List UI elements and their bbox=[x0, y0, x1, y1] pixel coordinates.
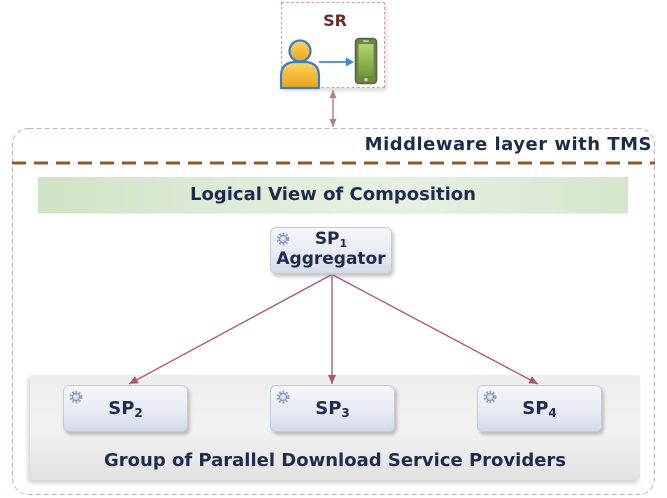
provider-node: SP4 bbox=[477, 385, 602, 432]
composition-view-band: Logical View of Composition bbox=[38, 177, 628, 213]
service-requester-label: SR bbox=[323, 11, 347, 30]
aggregator-role: Aggregator bbox=[276, 249, 386, 269]
edge-sp1-to-sp2 bbox=[128, 274, 332, 385]
provider-label: SP4 bbox=[478, 386, 601, 431]
phone-speaker bbox=[363, 40, 369, 42]
request-arrow-head bbox=[346, 57, 354, 67]
aggregator-index: 1 bbox=[339, 237, 348, 250]
provider-label: SP3 bbox=[271, 386, 394, 431]
provider-name: SP bbox=[315, 398, 342, 419]
provider-index: 4 bbox=[548, 406, 557, 420]
request-arrow bbox=[319, 57, 354, 67]
aggregator-node: SP1 Aggregator bbox=[270, 227, 392, 274]
composition-view-label: Logical View of Composition bbox=[190, 184, 476, 205]
provider-index: 2 bbox=[134, 406, 143, 420]
provider-node: SP3 bbox=[270, 385, 395, 432]
provider-group-label: Group of Parallel Download Service Provi… bbox=[103, 450, 566, 471]
gear-icon bbox=[276, 232, 290, 246]
gear-hole bbox=[488, 395, 492, 399]
provider-label: SP2 bbox=[64, 386, 187, 431]
gear-teeth bbox=[483, 390, 497, 404]
gear-teeth bbox=[276, 232, 290, 246]
user-icon-head bbox=[288, 39, 312, 63]
provider-name: SP bbox=[522, 398, 549, 419]
gear-icon bbox=[483, 390, 497, 404]
mobile-phone-icon bbox=[354, 37, 378, 85]
gear-icon bbox=[276, 390, 290, 404]
middleware-layer-boundary bbox=[12, 128, 655, 495]
gear-hole bbox=[281, 395, 285, 399]
middleware-layer-label: Middleware layer with TMS bbox=[364, 134, 652, 155]
gear-teeth bbox=[276, 390, 290, 404]
gear-hole bbox=[74, 395, 78, 399]
gear-teeth bbox=[69, 390, 83, 404]
provider-node: SP2 bbox=[63, 385, 188, 432]
aggregator-label: SP1 bbox=[271, 229, 391, 250]
user-icon-body bbox=[279, 60, 321, 90]
edge-sp1-to-sp4 bbox=[332, 274, 539, 385]
gear-hole bbox=[281, 237, 285, 241]
phone-button bbox=[364, 78, 368, 82]
provider-index: 3 bbox=[341, 406, 350, 420]
gear-icon bbox=[69, 390, 83, 404]
phone-screen bbox=[358, 44, 374, 76]
user-icon bbox=[279, 39, 321, 90]
provider-name: SP bbox=[108, 398, 135, 419]
aggregator-name: SP bbox=[314, 229, 340, 249]
